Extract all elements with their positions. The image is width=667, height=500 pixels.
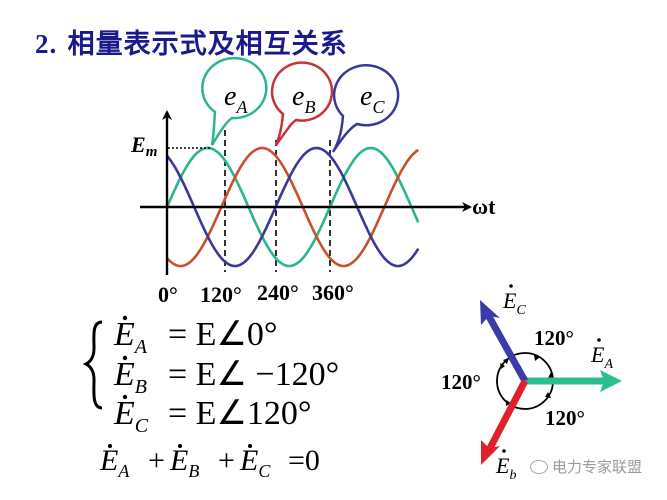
svg-text:EA: EA <box>113 316 148 358</box>
svg-text:eB: eB <box>292 81 315 117</box>
svg-text:+: + <box>218 444 235 477</box>
angle-label-bottom: 120° <box>545 406 585 430</box>
wechat-icon <box>530 459 548 474</box>
svg-text:= E∠ −120°: = E∠ −120° <box>168 356 339 393</box>
svg-text:eA: eA <box>224 81 248 117</box>
angle-label-left: 120° <box>441 370 481 394</box>
svg-text:= E∠120°: = E∠120° <box>168 395 312 432</box>
bubble-eA: eA <box>201 56 268 146</box>
svg-text:EB: EB <box>169 444 199 481</box>
svg-text:=0: =0 <box>288 444 320 477</box>
curve-eC <box>166 146 420 268</box>
tick-120: 120° <box>200 282 242 307</box>
tick-360: 360° <box>312 280 354 305</box>
title-number: 2. <box>35 29 58 59</box>
bubble-eC: eC <box>331 64 400 153</box>
y-label: Em <box>130 132 157 160</box>
phasor-EB <box>484 379 529 454</box>
watermark: 电力专家联盟 <box>530 456 642 477</box>
tick-240: 240° <box>257 280 299 305</box>
label-EA: EA <box>590 342 613 372</box>
equation-row-a: EA = E∠0° <box>113 315 278 358</box>
phasor-diagram: EC EA Eb 120° 120° 120° <box>441 284 622 483</box>
x-label: ωt <box>472 194 496 219</box>
brace <box>82 320 103 410</box>
bubble-eB: eB <box>270 61 334 146</box>
svg-text:+: + <box>148 444 165 477</box>
svg-text:EC: EC <box>113 395 149 437</box>
watermark-text: 电力专家联盟 <box>552 458 643 476</box>
phasor-EC <box>483 311 529 383</box>
svg-text:EC: EC <box>239 444 271 481</box>
curve-eB <box>166 146 420 268</box>
equation-sum: EA + EB + EC =0 <box>99 444 320 481</box>
equation-row-b: EB = E∠ −120° <box>113 355 339 398</box>
angle-label-top: 120° <box>534 326 574 350</box>
equation-row-c: EC = E∠120° <box>113 394 312 437</box>
equation-system: EA = E∠0° EB = E∠ −120° EC = E∠120° <box>82 315 339 437</box>
svg-text:EB: EB <box>113 356 147 398</box>
svg-text:= E∠0°: = E∠0° <box>168 316 278 353</box>
svg-text:EA: EA <box>99 444 130 481</box>
tick-0: 0° <box>158 282 178 307</box>
label-EB: Eb <box>495 453 516 483</box>
waveform-chart: Em ωt 0° 120° 240° 360° eA eB eC <box>130 56 496 307</box>
title-text: 相量表示式及相互关系 <box>67 29 348 60</box>
page-title: 2. 相量表示式及相互关系 <box>35 22 348 61</box>
svg-text:eC: eC <box>360 81 385 117</box>
label-EC: EC <box>502 288 526 318</box>
